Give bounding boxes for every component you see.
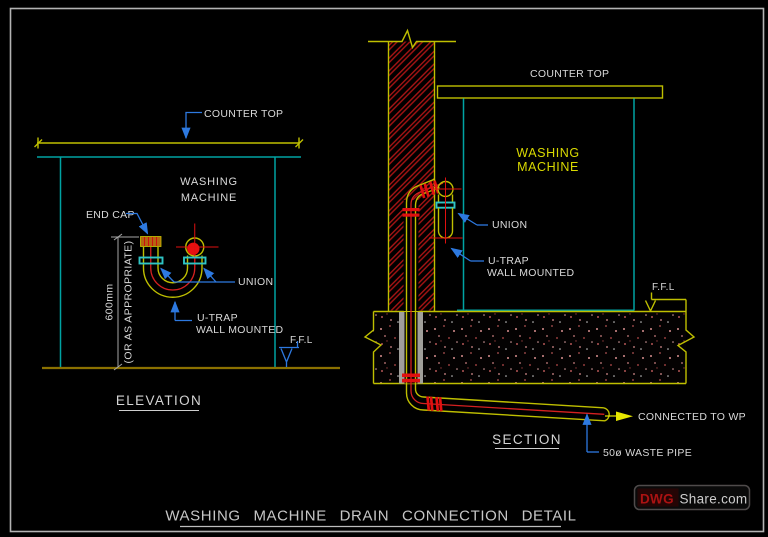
drain-pipe-outer (405, 178, 606, 422)
coupling-band (402, 378, 420, 383)
counter-top-label: COUNTER TOP (204, 108, 283, 120)
floor-slab-concrete (373, 311, 686, 384)
horizontal-coupling-bands (426, 396, 443, 412)
union-band-left (138, 256, 164, 265)
u-trap-section (429, 177, 463, 244)
slab-break-right (676, 299, 696, 384)
u-trap-outer-wall (142, 247, 203, 298)
u-trap-label-2: WALL MOUNTED (196, 324, 284, 336)
u-trap-centerline (150, 247, 196, 291)
u-trap-leader-section (450, 247, 471, 262)
inlet-centermark (176, 223, 219, 267)
end-cap-leader-line (126, 212, 149, 235)
watermark-suffix: Share.com (680, 492, 748, 507)
sheet-border (9, 7, 765, 533)
u-trap-centermarks (429, 177, 463, 244)
ffl-level-symbol-elevation (279, 341, 299, 367)
drain-pipe-centerline (410, 182, 605, 415)
coupling-band (402, 208, 420, 212)
u-trap-label-section-2: WALL MOUNTED (487, 267, 575, 279)
union-band-right (183, 256, 207, 265)
elevation-view: COUNTER TOP WASHING MACHINE 600mm (OR AS… (34, 108, 340, 412)
wall-break-line (368, 28, 456, 50)
waste-pipe-label: 50ø WASTE PIPE (603, 447, 692, 459)
end-cap-hatch (144, 237, 157, 246)
drain-pipe-inner (414, 186, 604, 409)
pipe-sleeve-left (399, 312, 405, 384)
washing-machine-label-1: WASHING (180, 176, 238, 188)
connected-to-wp-label: CONNECTED TO WP (638, 411, 746, 423)
pipe-sleeve-right (417, 312, 423, 384)
washing-machine-outline (59, 157, 276, 367)
end-cap-fitting (140, 236, 162, 247)
section-view: COUNTER TOP WASHING MACHINE (363, 28, 746, 459)
u-trap-inner-wall (157, 247, 189, 284)
counter-end-ticks (34, 137, 304, 149)
pipe-open-end (603, 407, 610, 422)
u-trap-neck (437, 194, 454, 203)
washing-machine-label-section-1: WASHING (516, 146, 579, 160)
washing-machine-outline-section (457, 98, 635, 312)
section-caption: SECTION (492, 432, 562, 447)
u-trap-label-1: U-TRAP (197, 312, 238, 324)
counter-top-slab (436, 85, 664, 99)
union-leader-right-arrow (203, 267, 217, 283)
flow-arrow (616, 411, 633, 421)
drawing-title: WASHING MACHINE DRAIN CONNECTION DETAIL (165, 508, 576, 525)
u-trap-elevation (138, 223, 219, 298)
coupling-band (402, 373, 420, 378)
dimension-value: 600mm (104, 283, 116, 320)
counter-top-label-section: COUNTER TOP (530, 68, 609, 80)
watermark-highlight (637, 488, 679, 507)
counter-top-leader-line (181, 111, 202, 140)
ffl-label-elevation: F.F.L (290, 335, 313, 346)
dimension-line-600mm (111, 233, 139, 371)
ffl-label-section: F.F.L (652, 282, 675, 293)
coupling-band (402, 213, 420, 217)
u-trap-label-section-1: U-TRAP (488, 255, 529, 267)
washing-machine-label-section-2: MACHINE (517, 160, 579, 174)
union-label-section: UNION (492, 219, 527, 231)
diagonal-coupling-bands (419, 180, 440, 199)
union-label: UNION (238, 276, 273, 288)
elevation-caption: ELEVATION (116, 393, 202, 408)
end-cap-label: END CAP (86, 209, 135, 221)
pipe-inlet-fill (187, 242, 200, 255)
floor-slab-edges (373, 310, 686, 385)
washing-machine-label-2: MACHINE (181, 192, 237, 204)
watermark: DWG Share.com (633, 484, 751, 511)
union-leader-left-arrow (160, 267, 175, 283)
ffl-level-symbol-section (644, 292, 686, 312)
union-leader-section (457, 212, 478, 226)
wall-edges (387, 41, 436, 311)
watermark-prefix: DWG (640, 492, 674, 507)
slab-break-left (363, 311, 383, 384)
dimension-note: (OR AS APPROPRIATE) (123, 241, 135, 364)
